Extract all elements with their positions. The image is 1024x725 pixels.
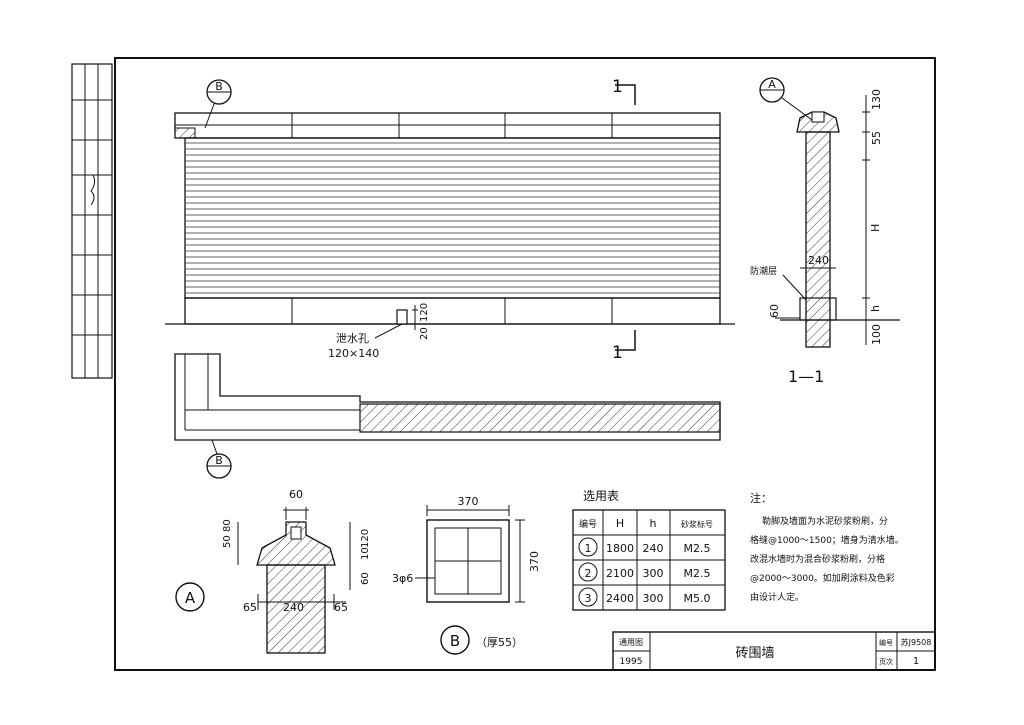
section-mark-bottom: 1 (612, 343, 623, 363)
a-dim-65-right: 65 (334, 601, 348, 614)
a-dim-80: 80 (222, 519, 233, 532)
note-line-4: @2000～3000。如加刷涂料及色彩 (750, 572, 895, 584)
dim-100: 100 (870, 324, 883, 345)
signature-strip (71, 63, 113, 379)
sheet-title: 砖围墙 (735, 646, 774, 661)
a-dim-65-left: 65 (243, 601, 257, 614)
detail-a-label: A (185, 589, 196, 607)
b-rebar: 3φ6 (392, 572, 413, 585)
notes-title: 注： (750, 491, 772, 505)
dim-130: 130 (870, 89, 883, 110)
row3-no: 3 (585, 592, 592, 605)
a-dim-240: 240 (283, 601, 304, 614)
a-dim-60b: 60 (360, 572, 371, 585)
section-title: 1—1 (788, 367, 824, 386)
dim-20: 20 (419, 327, 430, 340)
b-height: 370 (528, 551, 541, 572)
row1-h: 240 (643, 542, 664, 555)
section-mark-top: 1 (612, 77, 623, 97)
detail-b-label: B (450, 632, 460, 650)
table-title: 选用表 (583, 489, 619, 503)
row1-mortar: M2.5 (684, 542, 711, 555)
damp-course-label: 防潮层 (750, 265, 777, 277)
drawing-no: 苏J9508 (901, 637, 932, 647)
row1-H: 1800 (606, 542, 634, 555)
row2-h: 300 (643, 567, 664, 580)
drain-size: 120×140 (328, 347, 379, 360)
row1-no: 1 (585, 542, 592, 555)
section-1-1 (759, 77, 900, 348)
detail-a-drawing (175, 507, 351, 654)
row3-H: 2400 (606, 592, 634, 605)
th-no: 编号 (579, 518, 597, 530)
drain-label: 泄水孔 (336, 332, 369, 345)
detail-a-ref: A (768, 78, 776, 91)
page-label: 页次 (879, 657, 893, 666)
row3-mortar: M5.0 (684, 592, 711, 605)
a-dim-60: 60 (289, 488, 303, 501)
row2-no: 2 (585, 567, 592, 580)
wall-elevation (165, 79, 735, 351)
row3-h: 300 (643, 592, 664, 605)
year: 1995 (620, 657, 643, 667)
sheet-border (114, 57, 936, 671)
detail-b-note: （厚55） (476, 636, 523, 649)
th-H: H (616, 517, 624, 530)
a-dim-10: 10 (360, 547, 371, 560)
dim-120: 120 (419, 303, 430, 322)
dim-55: 55 (870, 131, 883, 145)
detail-b-ref-plan: B (215, 454, 223, 467)
wall-plan (174, 353, 721, 479)
th-mortar: 砂浆标号 (681, 519, 713, 529)
row2-H: 2100 (606, 567, 634, 580)
row2-mortar: M2.5 (684, 567, 711, 580)
detail-b-drawing (415, 505, 525, 655)
title-block (612, 631, 936, 671)
dim-60: 60 (768, 304, 781, 318)
dim-240: 240 (808, 254, 829, 267)
drawing-no-label: 编号 (879, 638, 893, 647)
dim-H: H (869, 224, 882, 232)
a-dim-120: 120 (360, 529, 371, 548)
note-line-5: 由设计人定。 (750, 591, 804, 603)
selection-table (572, 509, 726, 611)
detail-b-ref-top: B (215, 80, 223, 93)
page-number: 1 (913, 656, 919, 667)
note-line-2: 格缝@1000～1500；墙身为清水墙。 (750, 534, 904, 546)
note-line-1: 勒脚及墙面为水泥砂浆粉刷，分 (762, 515, 888, 527)
th-h: h (650, 517, 657, 530)
dim-h: h (869, 305, 882, 312)
a-dim-50: 50 (222, 535, 233, 548)
b-width: 370 (458, 495, 479, 508)
year-label: 通用图 (619, 637, 643, 647)
note-line-3: 改混水墙时为混合砂浆粉刷，分格 (750, 553, 885, 565)
